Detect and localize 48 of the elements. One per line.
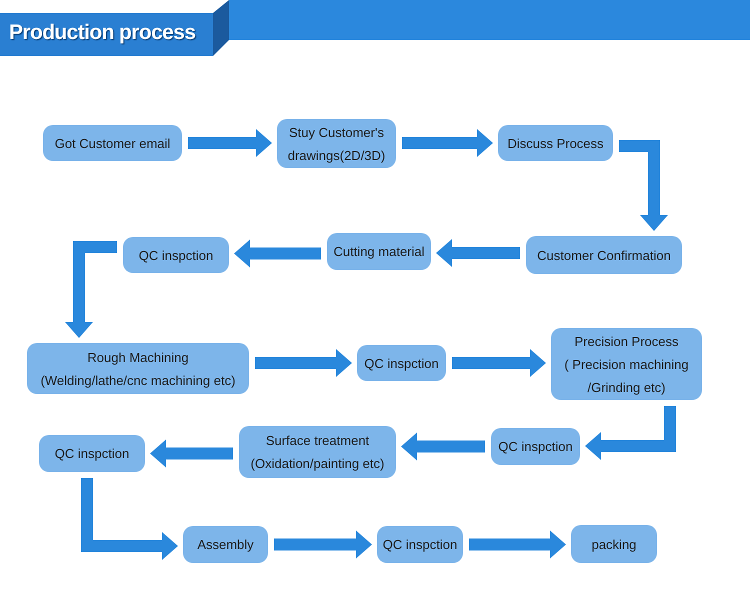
step-detail: (Welding/lathe/cnc machining etc) xyxy=(40,372,236,390)
step-label: packing xyxy=(592,536,636,554)
arrow xyxy=(436,239,520,267)
step-label: Precision Process xyxy=(574,332,679,350)
arrow xyxy=(234,240,321,268)
step-label: Discuss Process xyxy=(507,134,604,152)
arrow xyxy=(469,530,566,558)
process-box xyxy=(357,345,446,381)
arrow xyxy=(65,241,117,338)
process-box xyxy=(183,526,268,563)
step-detail: (Oxidation/painting etc) xyxy=(250,455,384,473)
step-label: QC inspction xyxy=(54,445,130,463)
step-label: QC inspction xyxy=(498,438,573,456)
step-detail: ( Precision machining /Grinding etc) xyxy=(563,356,690,397)
process-box xyxy=(551,328,702,400)
arrow xyxy=(150,440,233,468)
process-box xyxy=(327,233,431,270)
process-box xyxy=(377,526,463,563)
step-label: Cutting material xyxy=(333,243,425,261)
step-label: Customer Confirmation xyxy=(537,246,671,264)
process-box xyxy=(27,343,249,394)
process-box xyxy=(277,119,396,168)
arrow xyxy=(255,349,352,377)
arrow xyxy=(274,530,372,558)
step-label: Rough Machining xyxy=(87,348,189,367)
step-label: Surface treatment xyxy=(266,432,370,450)
arrow xyxy=(585,406,676,460)
process-box xyxy=(571,525,657,563)
process-box xyxy=(239,426,396,478)
process-box xyxy=(39,435,145,472)
page-title: Production process xyxy=(9,20,196,46)
step-label: QC inspction xyxy=(382,536,458,554)
step-label: QC inspction xyxy=(364,354,439,373)
step-label: Got Customer email xyxy=(54,134,170,152)
arrow xyxy=(401,432,485,460)
process-box xyxy=(498,125,613,161)
arrow xyxy=(452,349,546,377)
arrow xyxy=(188,129,272,157)
step-label: Stuy Customer's drawings(2D/3D) xyxy=(286,124,386,165)
arrow xyxy=(402,129,493,157)
arrow xyxy=(619,140,668,231)
process-box xyxy=(43,125,182,161)
step-label: QC inspction xyxy=(138,246,214,265)
arrow xyxy=(81,478,178,560)
step-label: Assembly xyxy=(197,536,254,554)
process-box xyxy=(526,236,682,274)
process-box xyxy=(491,428,580,465)
process-box xyxy=(123,237,229,273)
